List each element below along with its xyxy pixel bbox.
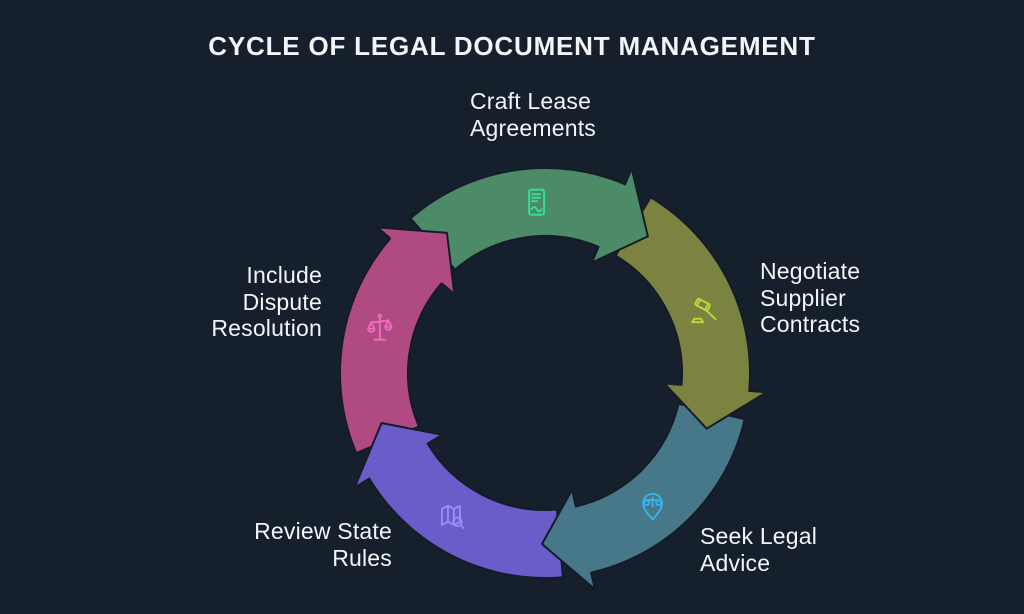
gavel-icon [691, 297, 717, 324]
diagram-title: CYCLE OF LEGAL DOCUMENT MANAGEMENT [208, 31, 816, 61]
cycle-segment-arrowhead-4 [377, 227, 455, 295]
segment-label-negotiate-supplier-contracts: Negotiate Supplier Contracts [760, 258, 861, 338]
segment-label-include-dispute-resolution: Include Dispute Resolution [211, 262, 322, 342]
map-search-icon [440, 504, 465, 529]
contract-document-icon [528, 188, 546, 216]
segment-label-review-state-rules: Review State Rules [254, 518, 392, 571]
legal-location-pin-icon [642, 492, 664, 521]
segment-label-craft-lease-agreements: Craft Lease Agreements [470, 88, 597, 141]
cycle-segment-arc-0 [409, 167, 649, 271]
cycle-segment-arc-1 [614, 196, 768, 430]
segment-label-seek-legal-advice: Seek Legal Advice [700, 523, 818, 576]
cycle-segment-arc-2 [541, 402, 746, 591]
cycle-segment-arrowhead-outline-4 [376, 226, 456, 296]
scales-of-justice-icon [367, 313, 393, 341]
cycle-segment-arc-3 [353, 422, 564, 579]
